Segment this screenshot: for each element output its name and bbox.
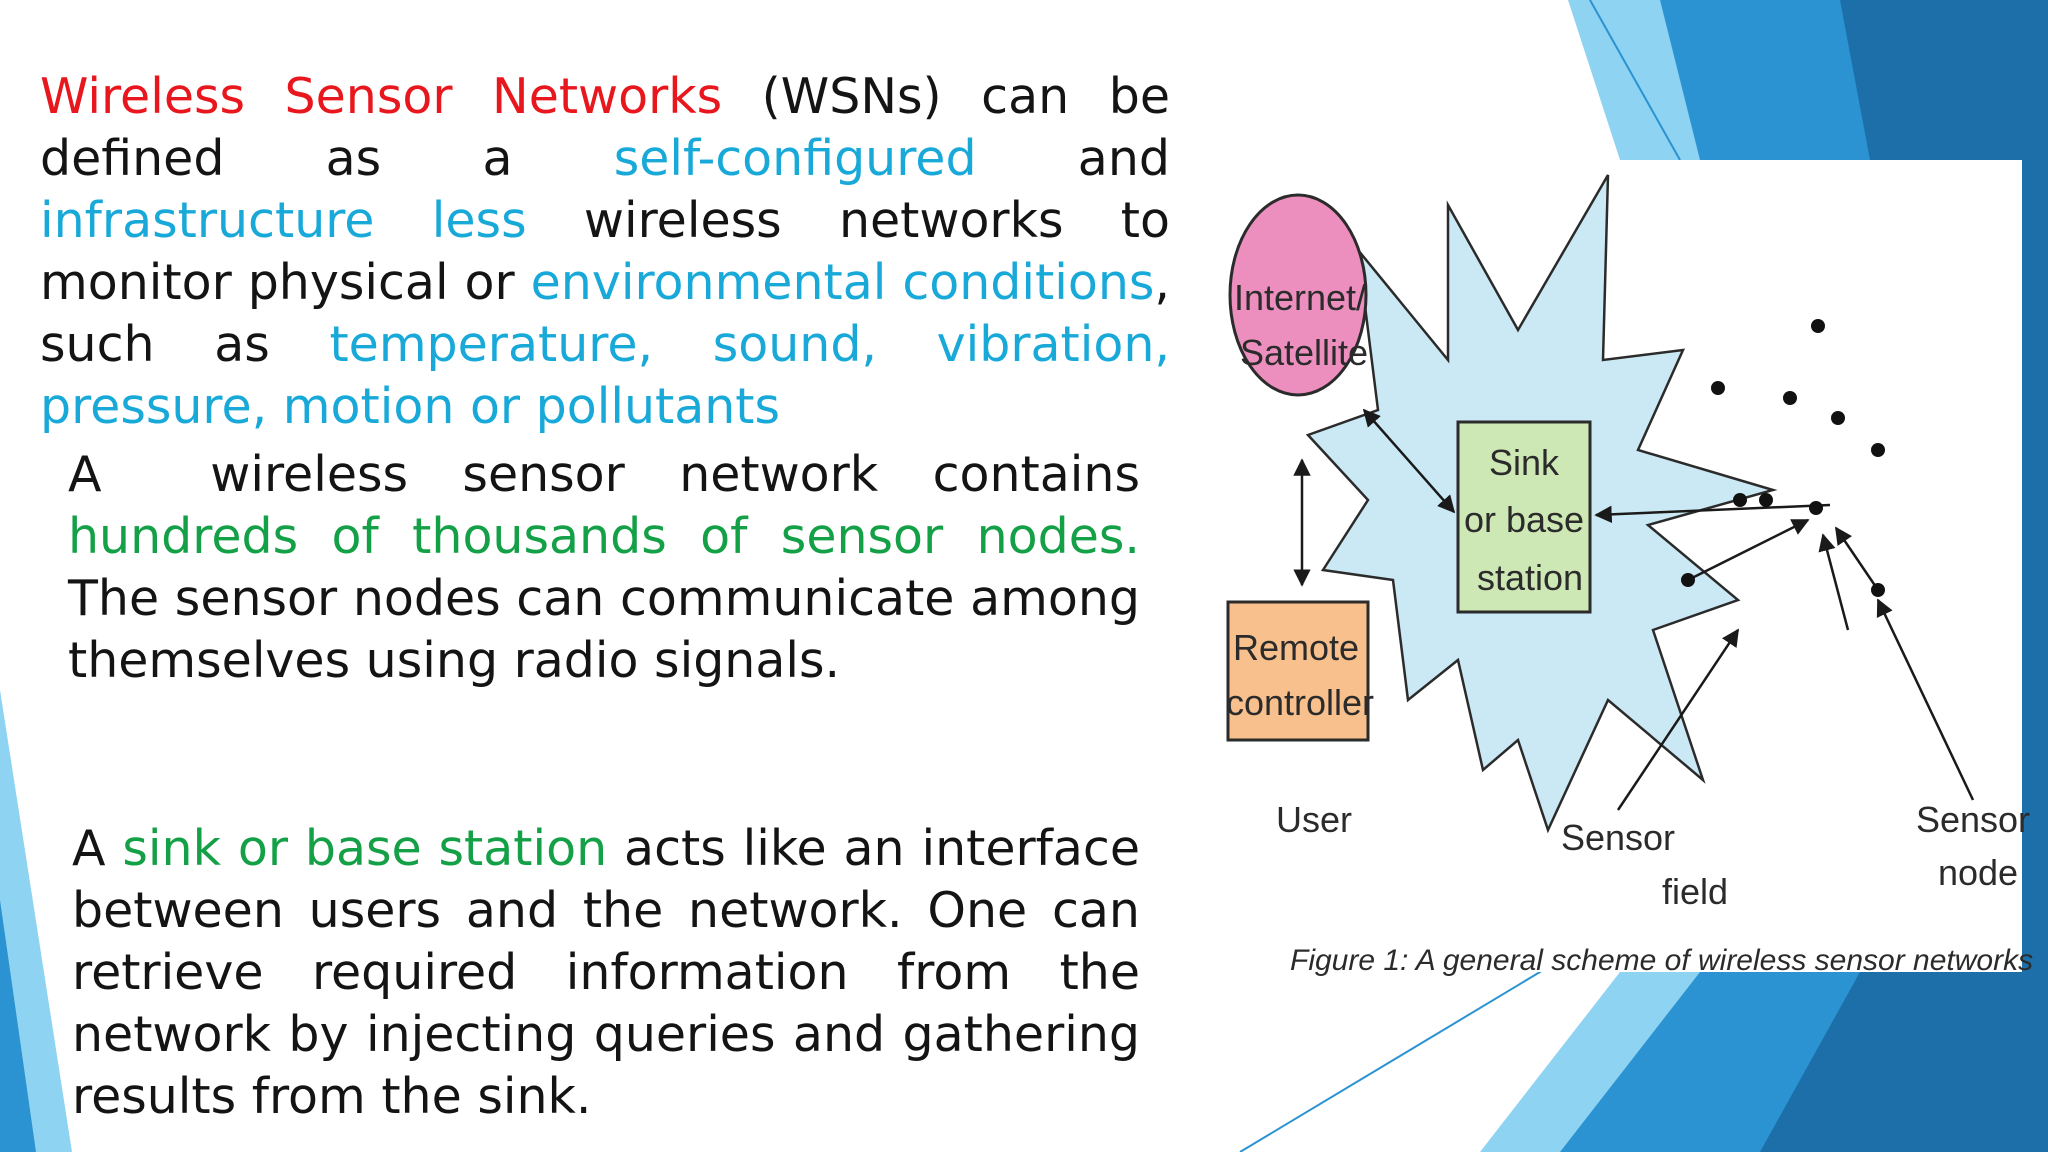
p1-run-2: self-configured bbox=[613, 130, 977, 187]
sensor-node-dot bbox=[1811, 319, 1825, 333]
sensor-node-dot bbox=[1681, 573, 1695, 587]
paragraph-sink-station: A sink or base station acts like an inte… bbox=[72, 818, 1140, 1128]
sensor-field-label-line1: Sensor bbox=[1561, 817, 1675, 858]
p1-run-0: Wireless Sensor Networks bbox=[40, 68, 723, 125]
paragraph-wsn-definition: Wireless Sensor Networks (WSNs) can be d… bbox=[40, 66, 1170, 438]
p1-run-1: (WSNs) can be defined as a bbox=[40, 68, 1186, 187]
internet-label-line1: Internet/ bbox=[1234, 277, 1366, 318]
internet-satellite-node bbox=[1228, 193, 1368, 397]
p2-run-0: A wireless sensor network contains bbox=[68, 446, 1156, 503]
sensor-node-dot bbox=[1871, 443, 1885, 457]
figure-caption: Figure 1: A general scheme of wireless s… bbox=[1290, 944, 2033, 977]
bg-shape-bottom-dark bbox=[1760, 972, 2048, 1152]
arrow-node-path-3 bbox=[1834, 526, 1880, 591]
p1-run-5: wireless networks to monitor physical or bbox=[40, 192, 1186, 311]
arrow-node-path-1 bbox=[1687, 518, 1810, 582]
sensor-node-label-line2: node bbox=[1938, 852, 2018, 893]
p1-run-4: infrastructure less bbox=[40, 192, 527, 249]
sensor-node-label-line1: Sensor bbox=[1916, 799, 2030, 840]
remote-label-line1: Remote bbox=[1233, 627, 1359, 668]
bg-shape-right-dark bbox=[2022, 0, 2048, 1152]
sensor-node-dot bbox=[1733, 493, 1747, 507]
remote-label-line2: controller bbox=[1226, 682, 1374, 723]
p3-run-2: acts like an interface between users and… bbox=[72, 820, 1156, 1125]
bg-thin-line bbox=[1239, 959, 1561, 1152]
sink-base-station-box bbox=[1456, 420, 1592, 614]
p1-run-7: , such as bbox=[40, 254, 1186, 373]
p1-run-8: temperature, sound, vibration, pressure,… bbox=[40, 316, 1186, 435]
sink-label-line1: Sink bbox=[1489, 442, 1560, 483]
sensor-node-dot bbox=[1871, 583, 1885, 597]
internet-label-line2: Satellite bbox=[1240, 332, 1368, 373]
sensor-node-dot bbox=[1759, 493, 1773, 507]
sensor-node-dot bbox=[1711, 381, 1725, 395]
p3-run-0: A bbox=[72, 820, 123, 877]
sink-label-line3: station bbox=[1477, 557, 1583, 598]
sensor-field-label-line2: field bbox=[1662, 871, 1728, 912]
bg-shape-left-mid bbox=[0, 900, 36, 1152]
paragraph-sensor-nodes: A wireless sensor network contains hundr… bbox=[68, 444, 1140, 692]
bg-thin-line-top bbox=[1589, 0, 1681, 161]
sensor-node-dot bbox=[1783, 391, 1797, 405]
sensor-node-dot bbox=[1809, 501, 1823, 515]
wsn-diagram-figure: Internet/ Satellite Sink or base station… bbox=[1218, 160, 2033, 977]
sensor-node-dot bbox=[1831, 411, 1845, 425]
p2-run-2: The sensor nodes can communicate among t… bbox=[68, 508, 1156, 689]
p2-run-1: hundreds of thousands of sensor nodes. bbox=[68, 508, 1140, 565]
p1-run-6: environmental conditions bbox=[530, 254, 1155, 311]
arrow-node-path-2 bbox=[1818, 533, 1850, 631]
wsn-diagram: Internet/ Satellite Sink or base station… bbox=[1226, 174, 2033, 977]
arrow-internet-sink bbox=[1362, 408, 1456, 514]
arrow-sensor-node-pointer bbox=[1876, 598, 1975, 801]
sink-label-line2: or base bbox=[1464, 499, 1584, 540]
p1-run-3: and bbox=[976, 130, 1186, 187]
user-label: User bbox=[1276, 799, 1352, 840]
bg-shape-top-dark bbox=[1840, 0, 2048, 160]
p3-run-1: sink or base station bbox=[122, 820, 608, 877]
arrow-sink-field bbox=[1594, 503, 1831, 524]
arrow-sensor-field-pointer bbox=[1616, 628, 1740, 811]
remote-controller-box bbox=[1226, 600, 1370, 742]
